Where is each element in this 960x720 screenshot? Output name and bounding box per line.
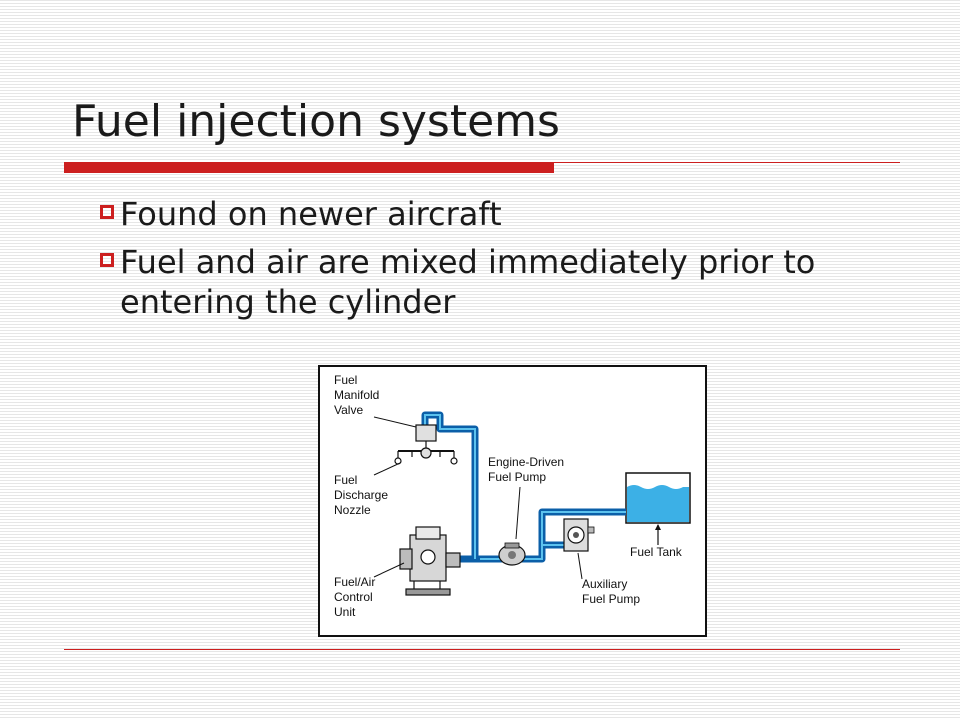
square-bullet-icon — [100, 253, 114, 267]
bullet-list: Found on newer aircraft Fuel and air are… — [72, 194, 892, 330]
label-engine-driven-pump: Engine-Driven Fuel Pump — [488, 455, 565, 484]
label-fuel-tank: Fuel Tank — [630, 545, 682, 559]
bullet-text: Found on newer aircraft — [120, 195, 502, 233]
title-accent-bar — [64, 163, 554, 173]
label-fuel-air-control-unit: Fuel/Air Control Unit — [334, 575, 376, 619]
fuel-air-control-unit-icon — [399, 526, 461, 596]
bullet-item: Found on newer aircraft — [72, 194, 892, 234]
engine-driven-pump-icon — [498, 542, 526, 566]
auxiliary-pump-icon — [563, 518, 595, 552]
fuel-injection-diagram: Fuel Manifold Valve Fuel Discharge Nozzl… — [318, 365, 707, 637]
label-fuel-manifold-valve: Fuel Manifold Valve — [334, 373, 380, 417]
fuel-system-illustration — [373, 411, 691, 596]
bullet-text: Fuel and air are mixed immediately prior… — [120, 243, 816, 321]
label-fuel-discharge-nozzle: Fuel Discharge Nozzle — [334, 473, 389, 517]
footer-divider — [64, 649, 900, 650]
title-divider — [64, 162, 900, 163]
label-auxiliary-pump: Auxiliary Fuel Pump — [582, 577, 641, 606]
slide-title: Fuel injection systems — [72, 96, 560, 147]
fuel-manifold-valve-icon — [394, 424, 458, 465]
bullet-item: Fuel and air are mixed immediately prior… — [72, 242, 892, 322]
square-bullet-icon — [100, 205, 114, 219]
